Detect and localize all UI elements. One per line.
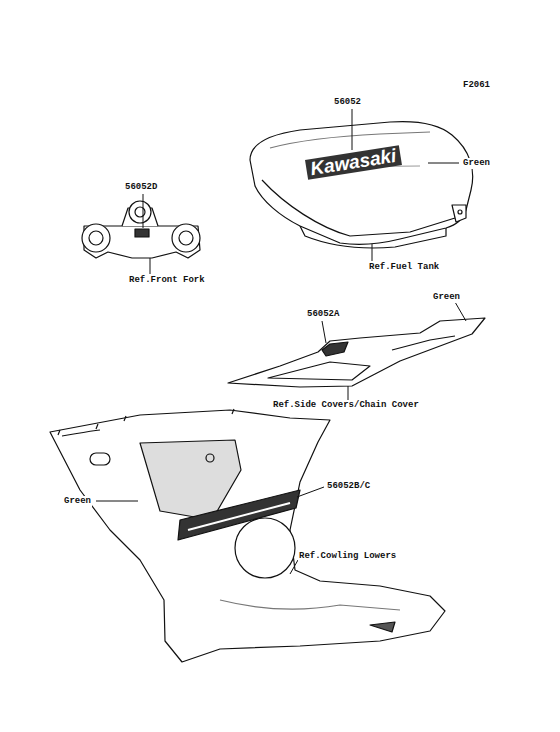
part-label: Ref.Cowling Lowers — [298, 551, 397, 562]
part-label: Green — [462, 158, 491, 169]
fuel-tank — [250, 122, 473, 248]
part-label: F2061 — [462, 80, 491, 91]
leader-lines — [96, 109, 466, 574]
callout-number: 56052A — [306, 309, 340, 320]
part-label: Ref.Front Fork — [128, 275, 206, 286]
fork-top-clamp — [82, 201, 200, 258]
callout-number: 56052B/C — [326, 481, 371, 492]
cowling-lower — [50, 409, 445, 662]
part-label: Green — [63, 496, 92, 507]
part-label: Ref.Side Covers/Chain Cover — [272, 400, 420, 411]
part-label: Green — [432, 292, 461, 303]
callout-number: 56052 — [333, 97, 362, 108]
callout-number: 56052D — [124, 182, 158, 193]
side-cover — [228, 318, 485, 387]
part-label: Ref.Fuel Tank — [368, 262, 440, 273]
